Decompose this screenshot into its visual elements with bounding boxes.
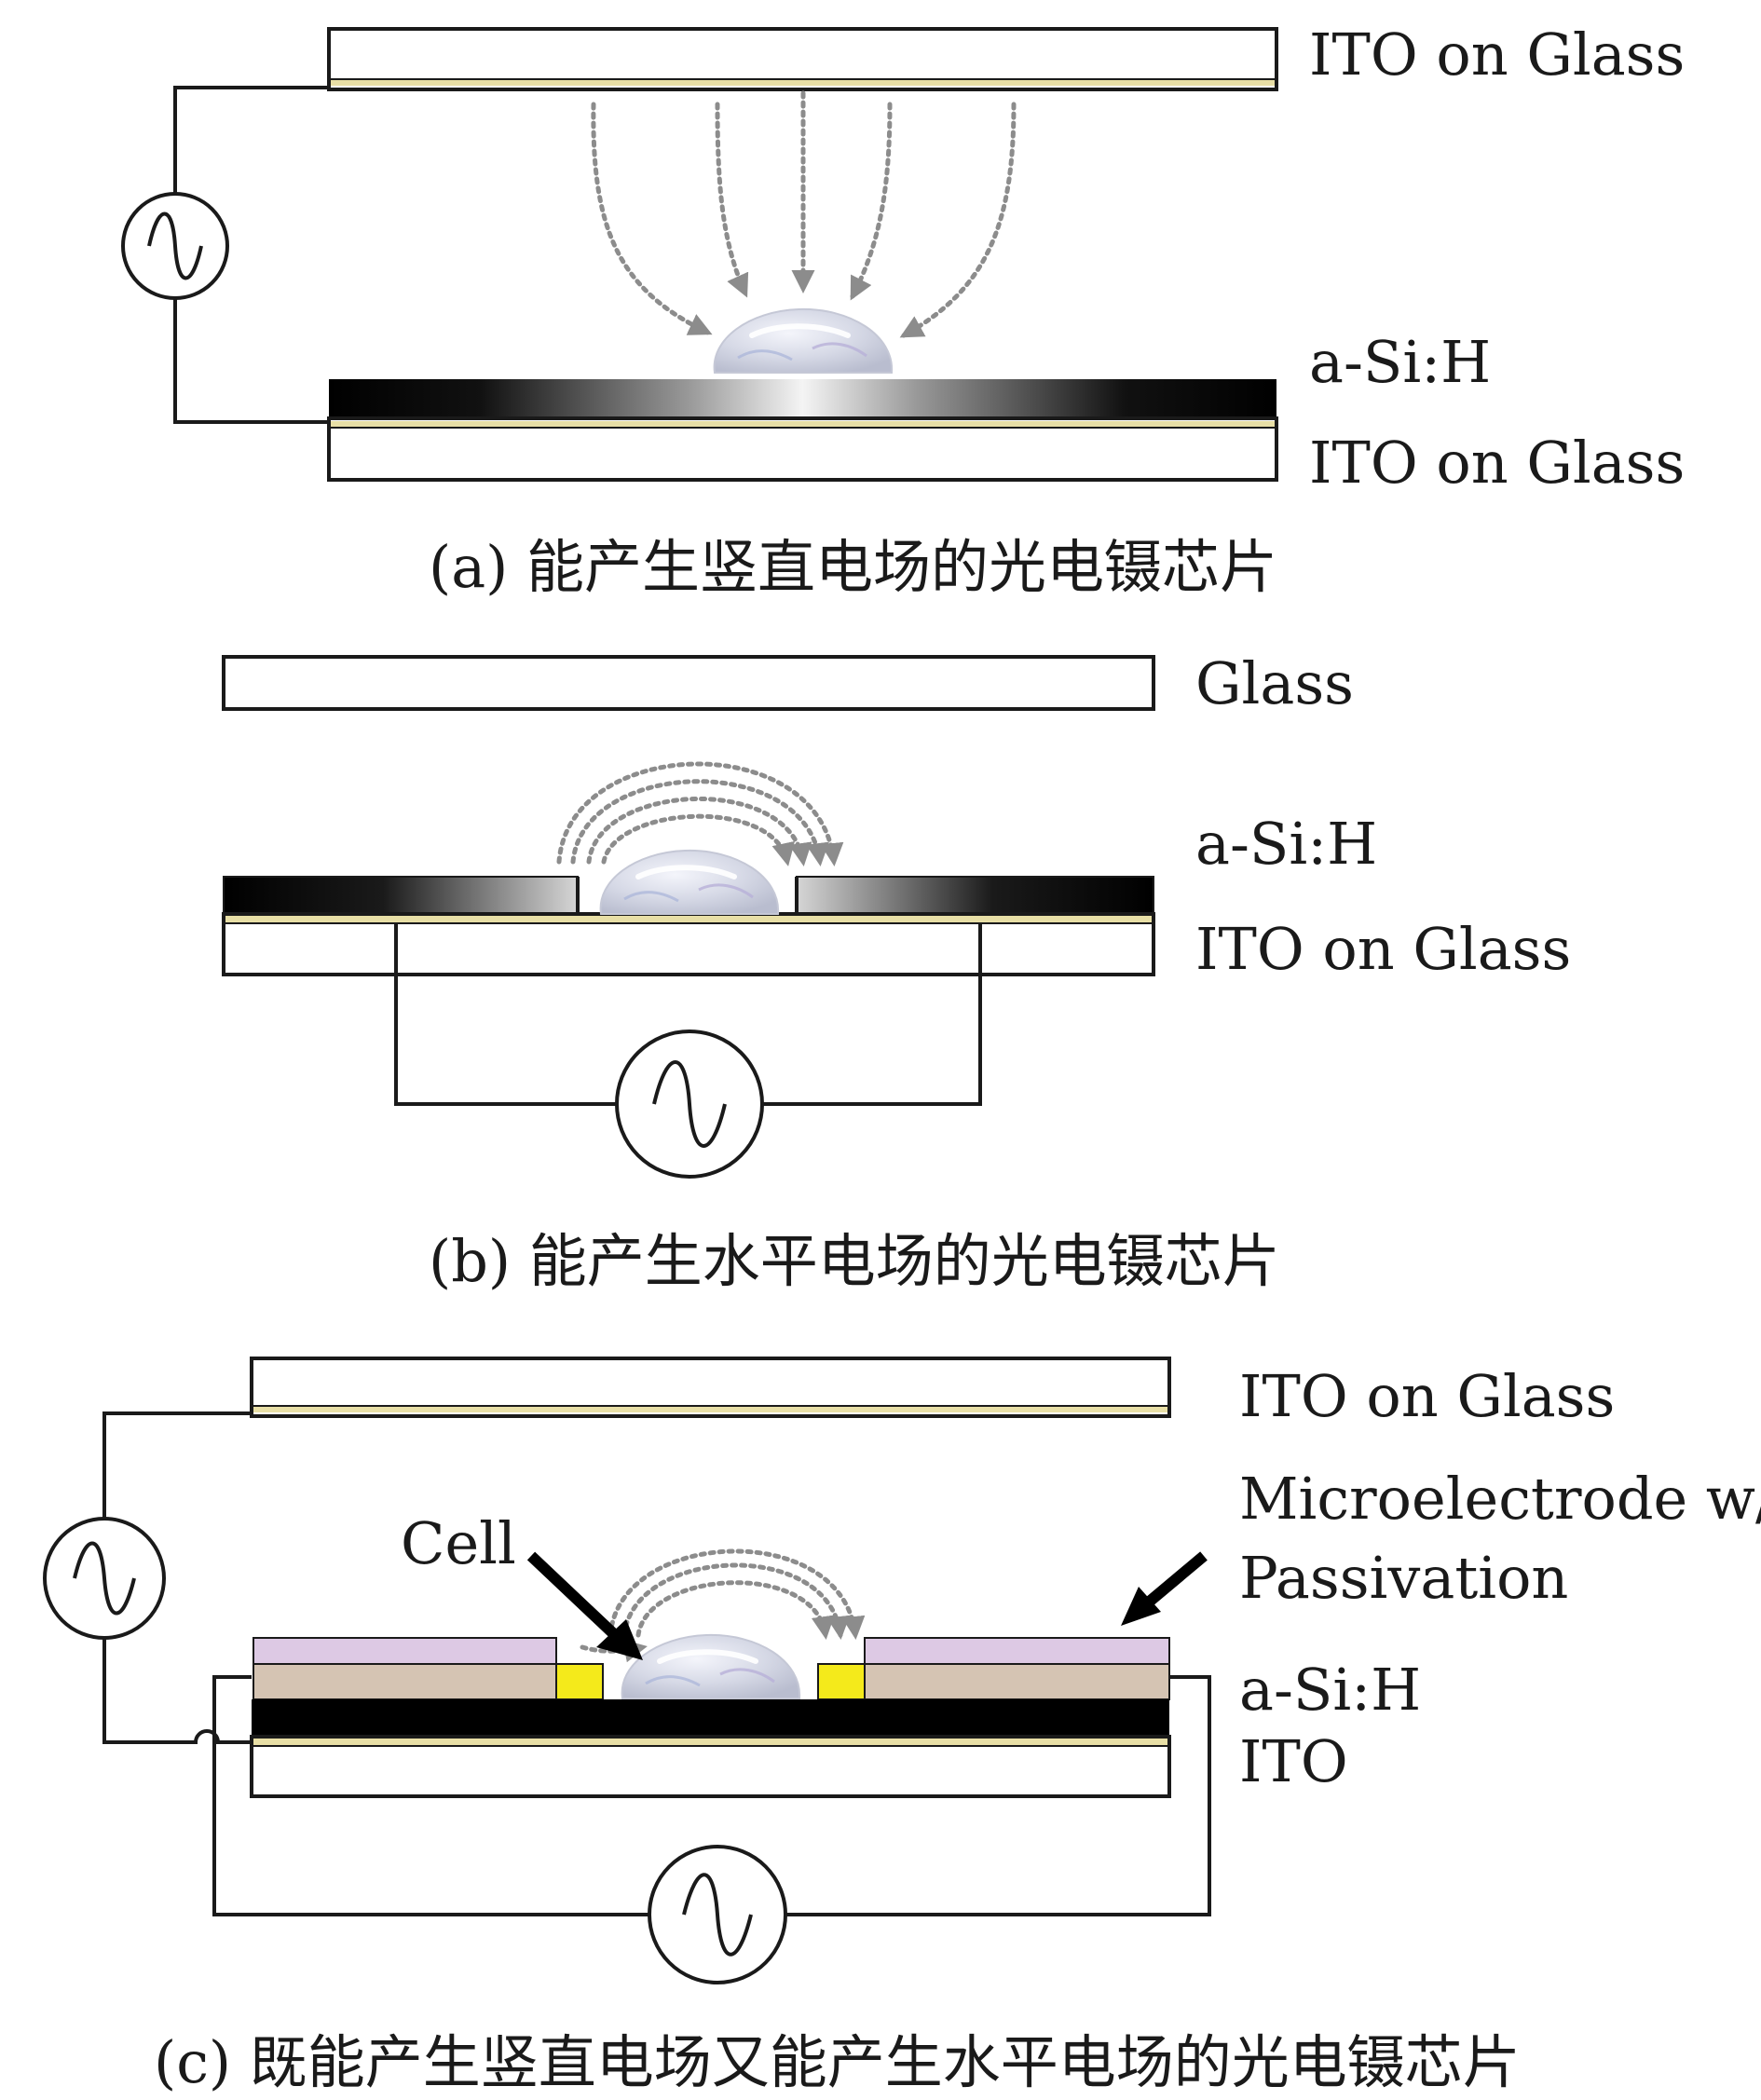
label-asi: a-Si:H: [1309, 328, 1491, 396]
arrow-icon: [1121, 1551, 1208, 1626]
asi-layer: [329, 379, 1276, 418]
top-glass-plate: [222, 655, 1155, 711]
cell-icon: [601, 851, 779, 914]
cell-icon: [622, 1635, 800, 1698]
ac-source-icon-horizontal: [212, 1675, 1211, 1984]
label-asi: a-Si:H: [1195, 810, 1377, 878]
label-asi: a-Si:H: [1239, 1656, 1421, 1724]
microelectrode-right: [864, 1637, 1170, 1700]
label-bottom-ito-glass: ITO on Glass: [1309, 429, 1685, 497]
label-top-ito-glass: ITO on Glass: [1239, 1362, 1615, 1430]
ac-source-icon: [394, 923, 982, 1179]
caption-a: (a) 能产生竖直电场的光电镊芯片: [429, 533, 1277, 601]
top-ito-glass-plate: [250, 1357, 1171, 1418]
ac-source-icon: [121, 86, 329, 424]
asi-layer: [252, 1699, 1169, 1737]
label-top-glass: Glass: [1195, 649, 1354, 717]
label-cell: Cell: [401, 1509, 516, 1577]
label-ito: ITO: [1239, 1727, 1348, 1795]
ac-source-icon-vertical: [43, 1411, 252, 1744]
asi-layer-right: [796, 876, 1154, 915]
bottom-ito-plate: [250, 1735, 1171, 1798]
label-bottom-ito-glass: ITO on Glass: [1195, 915, 1571, 983]
caption-c: (c) 既能产生竖直电场又能产生水平电场的光电镊芯片: [154, 2028, 1521, 2096]
caption-b: (b) 能产生水平电场的光电镊芯片: [429, 1227, 1280, 1295]
label-top-ito-glass: ITO on Glass: [1309, 20, 1685, 89]
label-microelectrode: Microelectrode w/: [1239, 1465, 1761, 1533]
microelectrode-left: [253, 1637, 557, 1700]
asi-layer-left: [223, 876, 579, 915]
cell-icon: [715, 309, 893, 373]
arrow-icon: [526, 1551, 643, 1660]
label-passivation: Passivation: [1239, 1544, 1568, 1612]
panel-b: Glass a-Si:H ITO on Glass (b) 能产生水平电场的光电…: [222, 649, 1571, 1295]
panel-a: ITO on Glass a-Si:H ITO on Glass (a) 能产生…: [121, 20, 1685, 601]
bottom-ito-glass-plate: [327, 416, 1278, 482]
field-lines-vertical: [591, 90, 1017, 338]
top-ito-glass-plate: [327, 27, 1278, 91]
panel-c: Cell ITO on Glass Microelectrode w/ Pass…: [43, 1357, 1761, 2096]
electrode-pads: [555, 1663, 866, 1700]
field-lines-horizontal: [556, 761, 844, 866]
